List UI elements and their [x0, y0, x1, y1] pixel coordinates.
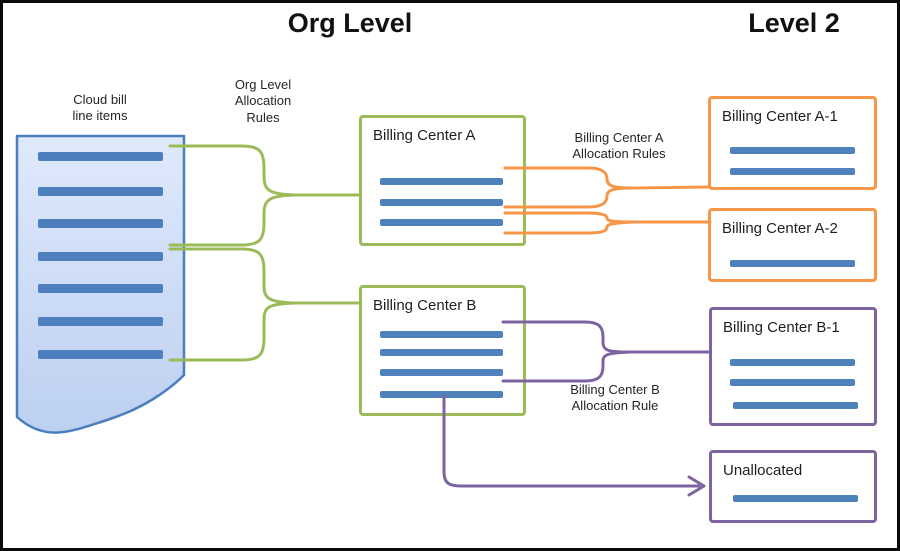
line-item-bar	[38, 187, 163, 196]
bc-a-rule-brace-to-a1	[503, 166, 712, 190]
org-rule-brace-to-a	[168, 193, 296, 247]
billing-center-a-box: Billing Center A	[359, 115, 526, 246]
cloud-bill-label: Cloud bill line items	[72, 92, 128, 124]
unallocated-arrowhead	[687, 475, 706, 497]
line-item-bar	[38, 252, 163, 261]
line-item-bar	[380, 391, 503, 398]
billing-center-a1-title: Billing Center A-1	[722, 108, 838, 125]
line-item-bar	[730, 379, 855, 386]
billing-center-a-title: Billing Center A	[373, 127, 476, 144]
line-item-bar	[38, 219, 163, 228]
line-item-bar	[730, 147, 855, 154]
bc-b-allocation-rule-label: Billing Center B Allocation Rule	[570, 382, 660, 414]
unallocated-box: Unallocated	[709, 450, 877, 523]
line-item-bar	[380, 369, 503, 376]
line-item-bar	[733, 495, 858, 502]
billing-center-b1-title: Billing Center B-1	[723, 319, 840, 336]
billing-center-a1-box: Billing Center A-1	[708, 96, 877, 190]
billing-center-b-title: Billing Center B	[373, 297, 477, 314]
bc-a-rule-brace-to-a2	[503, 211, 712, 224]
org-level-header: Org Level	[287, 8, 413, 38]
line-item-bar	[38, 284, 163, 293]
org-rule-brace-to-b	[168, 247, 361, 305]
line-item-bar	[380, 331, 503, 338]
billing-center-a2-title: Billing Center A-2	[722, 220, 838, 237]
billing-center-b-box: Billing Center B	[359, 285, 526, 416]
org-rule-brace-to-b	[168, 301, 296, 362]
line-item-bar	[730, 359, 855, 366]
line-item-bar	[380, 178, 503, 185]
line-item-bar	[730, 168, 855, 175]
bc-a-allocation-rules-label: Billing Center A Allocation Rules	[572, 130, 666, 162]
line-item-bar	[38, 350, 163, 359]
line-item-bar	[38, 152, 163, 161]
line-item-bar	[380, 349, 503, 356]
org-allocation-rules-label: Org Level Allocation Rules	[234, 77, 292, 125]
line-item-bar	[38, 317, 163, 326]
org-rule-brace-to-a	[168, 144, 361, 197]
line-item-bar	[380, 219, 503, 226]
line-item-bar	[730, 260, 855, 267]
line-item-bar	[733, 402, 858, 409]
billing-center-a2-box: Billing Center A-2	[708, 208, 877, 282]
unallocated-title: Unallocated	[723, 462, 803, 479]
level-2-header: Level 2	[748, 8, 840, 38]
line-item-bar	[380, 199, 503, 206]
billing-center-b1-box: Billing Center B-1	[709, 307, 877, 426]
bc-b-rule-brace-to-b1	[501, 320, 712, 354]
